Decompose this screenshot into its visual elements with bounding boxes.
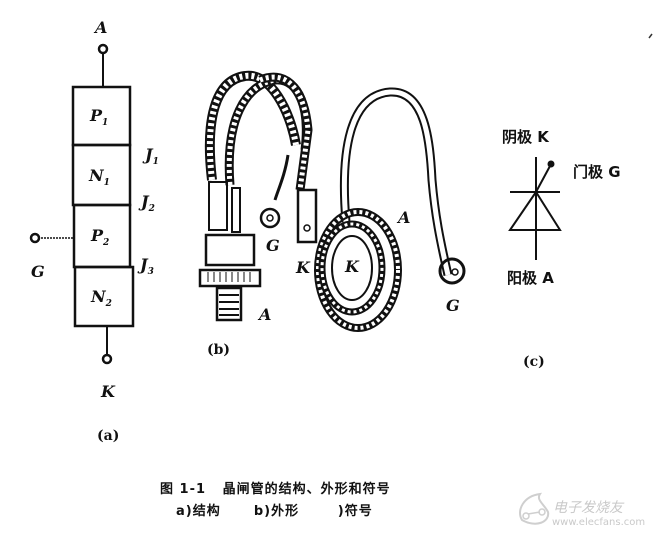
cathode-terminal-icon	[101, 353, 113, 365]
junction-name: J	[145, 145, 153, 164]
disc-thyristor-illustration	[314, 87, 466, 332]
junction-index: 3	[147, 267, 154, 278]
anode-label: A	[95, 18, 108, 37]
watermark-url: www.elecfans.com	[552, 517, 646, 528]
figure-caption: 图 1-1 晶闸管的结构、外形和符号	[160, 482, 391, 497]
junction-j1-label: J1	[145, 145, 159, 167]
layer-name: N	[91, 287, 106, 306]
panel-a-sublabel: (a)	[97, 428, 120, 444]
cathode-lug	[296, 188, 318, 244]
disc-gate-lug-icon	[438, 257, 466, 285]
layer-name: N	[89, 166, 104, 185]
stud-cathode-label: K	[296, 258, 310, 277]
layer-n1-label: N1	[89, 166, 110, 188]
watermark-logo-icon	[514, 490, 554, 530]
anode-terminal-icon	[97, 43, 109, 55]
layer-name: P	[90, 106, 103, 125]
cathode-label: K	[101, 382, 115, 401]
symbol-cathode-label: 阴极 K	[502, 128, 549, 146]
layer-index: 1	[103, 178, 110, 189]
layer-index: 2	[105, 299, 112, 310]
thyristor-symbol	[508, 157, 562, 260]
junction-name: J	[141, 192, 149, 211]
layer-p1-label: P1	[90, 106, 108, 128]
layer-name: P	[91, 226, 104, 245]
stud-thyristor-illustration	[198, 70, 318, 322]
layer-index: 2	[103, 238, 110, 249]
stud-anode-label: A	[259, 305, 272, 324]
gate-label: G	[31, 262, 45, 281]
layer-n2-box	[73, 265, 135, 328]
watermark-brand: 电子发烧友	[553, 500, 623, 516]
junction-index: 2	[148, 204, 155, 215]
stud-gate-label: G	[266, 236, 280, 255]
figure-subcaption: a)结构 b)外形 )符号	[176, 504, 373, 519]
threaded-stud	[215, 286, 243, 322]
layer-p2-label: P2	[91, 226, 109, 248]
disc-cathode-label: K	[345, 257, 359, 276]
layer-index: 1	[102, 118, 109, 129]
layer-n2-label: N2	[91, 287, 112, 309]
junction-j3-label: J3	[140, 255, 154, 277]
gate-lug-icon	[259, 207, 281, 229]
junction-j2-label: J2	[141, 192, 155, 214]
junction-index: 1	[152, 157, 159, 168]
symbol-gate-label: 门极 G	[573, 163, 621, 181]
pnpn-structure-diagram	[29, 43, 135, 365]
gate-terminal-icon	[29, 232, 41, 244]
panel-b-sublabel: (b)	[207, 342, 231, 358]
junction-name: J	[140, 255, 148, 274]
disc-gate-label: G	[446, 296, 460, 315]
gate-lead-icon	[547, 160, 555, 168]
panel-c-sublabel: (c)	[523, 354, 545, 370]
symbol-anode-label: 阳极 A	[507, 269, 554, 287]
disc-anode-label: A	[398, 208, 411, 227]
